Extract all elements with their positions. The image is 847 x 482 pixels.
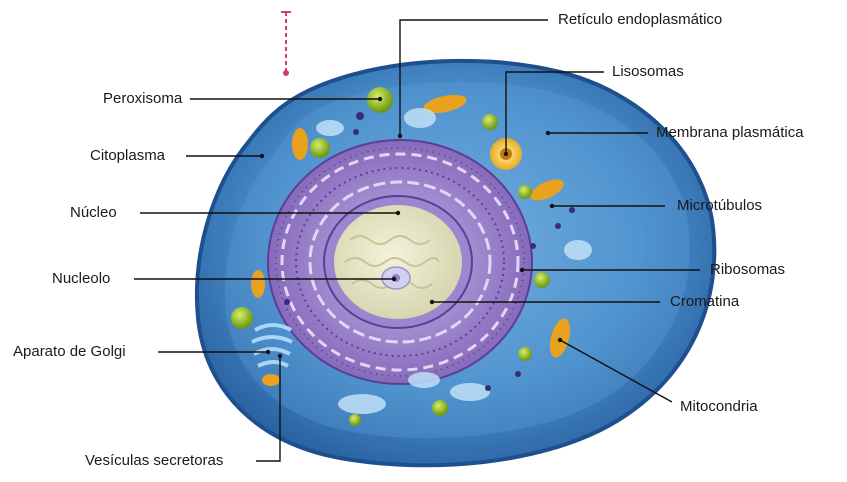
- peroxisomes: [231, 87, 550, 426]
- label-ribosomas: Ribosomas: [710, 261, 786, 278]
- label-membrana-plasmatica: Membrana plasmática: [656, 124, 804, 141]
- label-microtubulos: Microtúbulos: [677, 197, 763, 214]
- label-aparato-de-golgi: Aparato de Golgi: [13, 343, 126, 360]
- scale-bar: [281, 11, 291, 76]
- mitochondria: [251, 94, 571, 386]
- ribosome-granules: [284, 112, 575, 391]
- label-nucleo: Núcleo: [70, 204, 117, 221]
- label-citoplasma: Citoplasma: [90, 147, 166, 164]
- leader-lisosomas: [505, 71, 604, 154]
- label-peroxisoma: Peroxisoma: [103, 90, 183, 107]
- nucleus: [323, 195, 473, 329]
- leader-dots: [259, 96, 563, 359]
- label-mitocondria: Mitocondria: [680, 398, 758, 415]
- leader-reticulo: [399, 19, 548, 136]
- secretory-vesicles: [316, 108, 592, 414]
- label-cromatina: Cromatina: [670, 293, 740, 310]
- label-vesiculas-secretoras: Vesículas secretoras: [85, 452, 224, 469]
- label-nucleolo: Nucleolo: [52, 270, 111, 287]
- label-lisosomas: Lisosomas: [612, 63, 684, 80]
- label-reticulo-endoplasmatico: Retículo endoplasmático: [558, 11, 723, 28]
- leader-mitocondria: [559, 339, 673, 403]
- leader-vesiculas: [256, 356, 281, 462]
- leader-lines: [134, 19, 700, 462]
